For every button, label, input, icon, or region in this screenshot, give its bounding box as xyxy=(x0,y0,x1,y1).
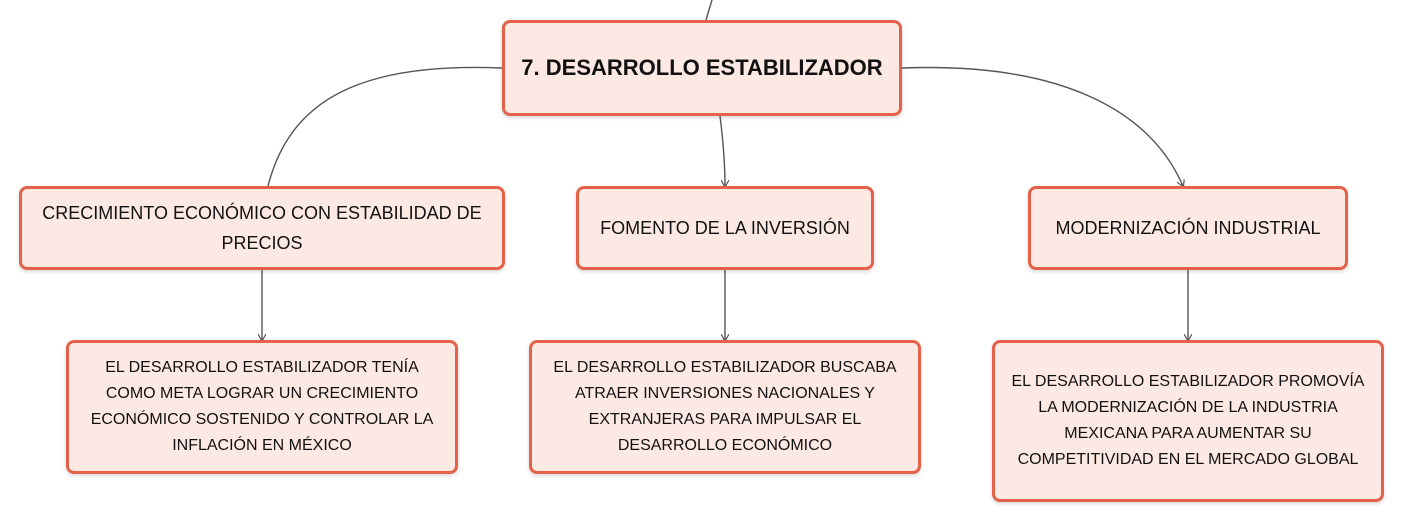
branch-label: FOMENTO DE LA INVERSIÓN xyxy=(600,218,850,238)
branch-node-inversion[interactable]: FOMENTO DE LA INVERSIÓN xyxy=(576,186,874,270)
root-title: 7. DESARROLLO ESTABILIZADOR xyxy=(521,55,883,80)
connector-root-branch-1 xyxy=(267,66,503,187)
detail-node-inversion[interactable]: EL DESARROLLO ESTABILIZADOR BUSCABA ATRA… xyxy=(529,340,921,474)
detail-node-crecimiento[interactable]: EL DESARROLLO ESTABILIZADOR TENÍA COMO M… xyxy=(66,340,458,474)
detail-text: EL DESARROLLO ESTABILIZADOR BUSCABA ATRA… xyxy=(553,359,897,454)
branch-label: CRECIMIENTO ECONÓMICO CON ESTABILIDAD DE… xyxy=(42,203,482,253)
branch-label: MODERNIZACIÓN INDUSTRIAL xyxy=(1055,218,1321,238)
detail-text: EL DESARROLLO ESTABILIZADOR TENÍA COMO M… xyxy=(90,359,434,454)
branch-node-crecimiento[interactable]: CRECIMIENTO ECONÓMICO CON ESTABILIDAD DE… xyxy=(19,186,505,270)
root-node[interactable]: 7. DESARROLLO ESTABILIZADOR xyxy=(502,20,902,116)
detail-text: EL DESARROLLO ESTABILIZADOR PROMOVÍA LA … xyxy=(1011,373,1365,468)
branch-node-modernizacion[interactable]: MODERNIZACIÓN INDUSTRIAL xyxy=(1028,186,1348,270)
detail-node-modernizacion[interactable]: EL DESARROLLO ESTABILIZADOR PROMOVÍA LA … xyxy=(992,340,1384,502)
connector-incoming xyxy=(705,0,713,21)
connector-root-branch-3 xyxy=(901,66,1183,186)
connector-root-branch-2 xyxy=(719,115,725,186)
